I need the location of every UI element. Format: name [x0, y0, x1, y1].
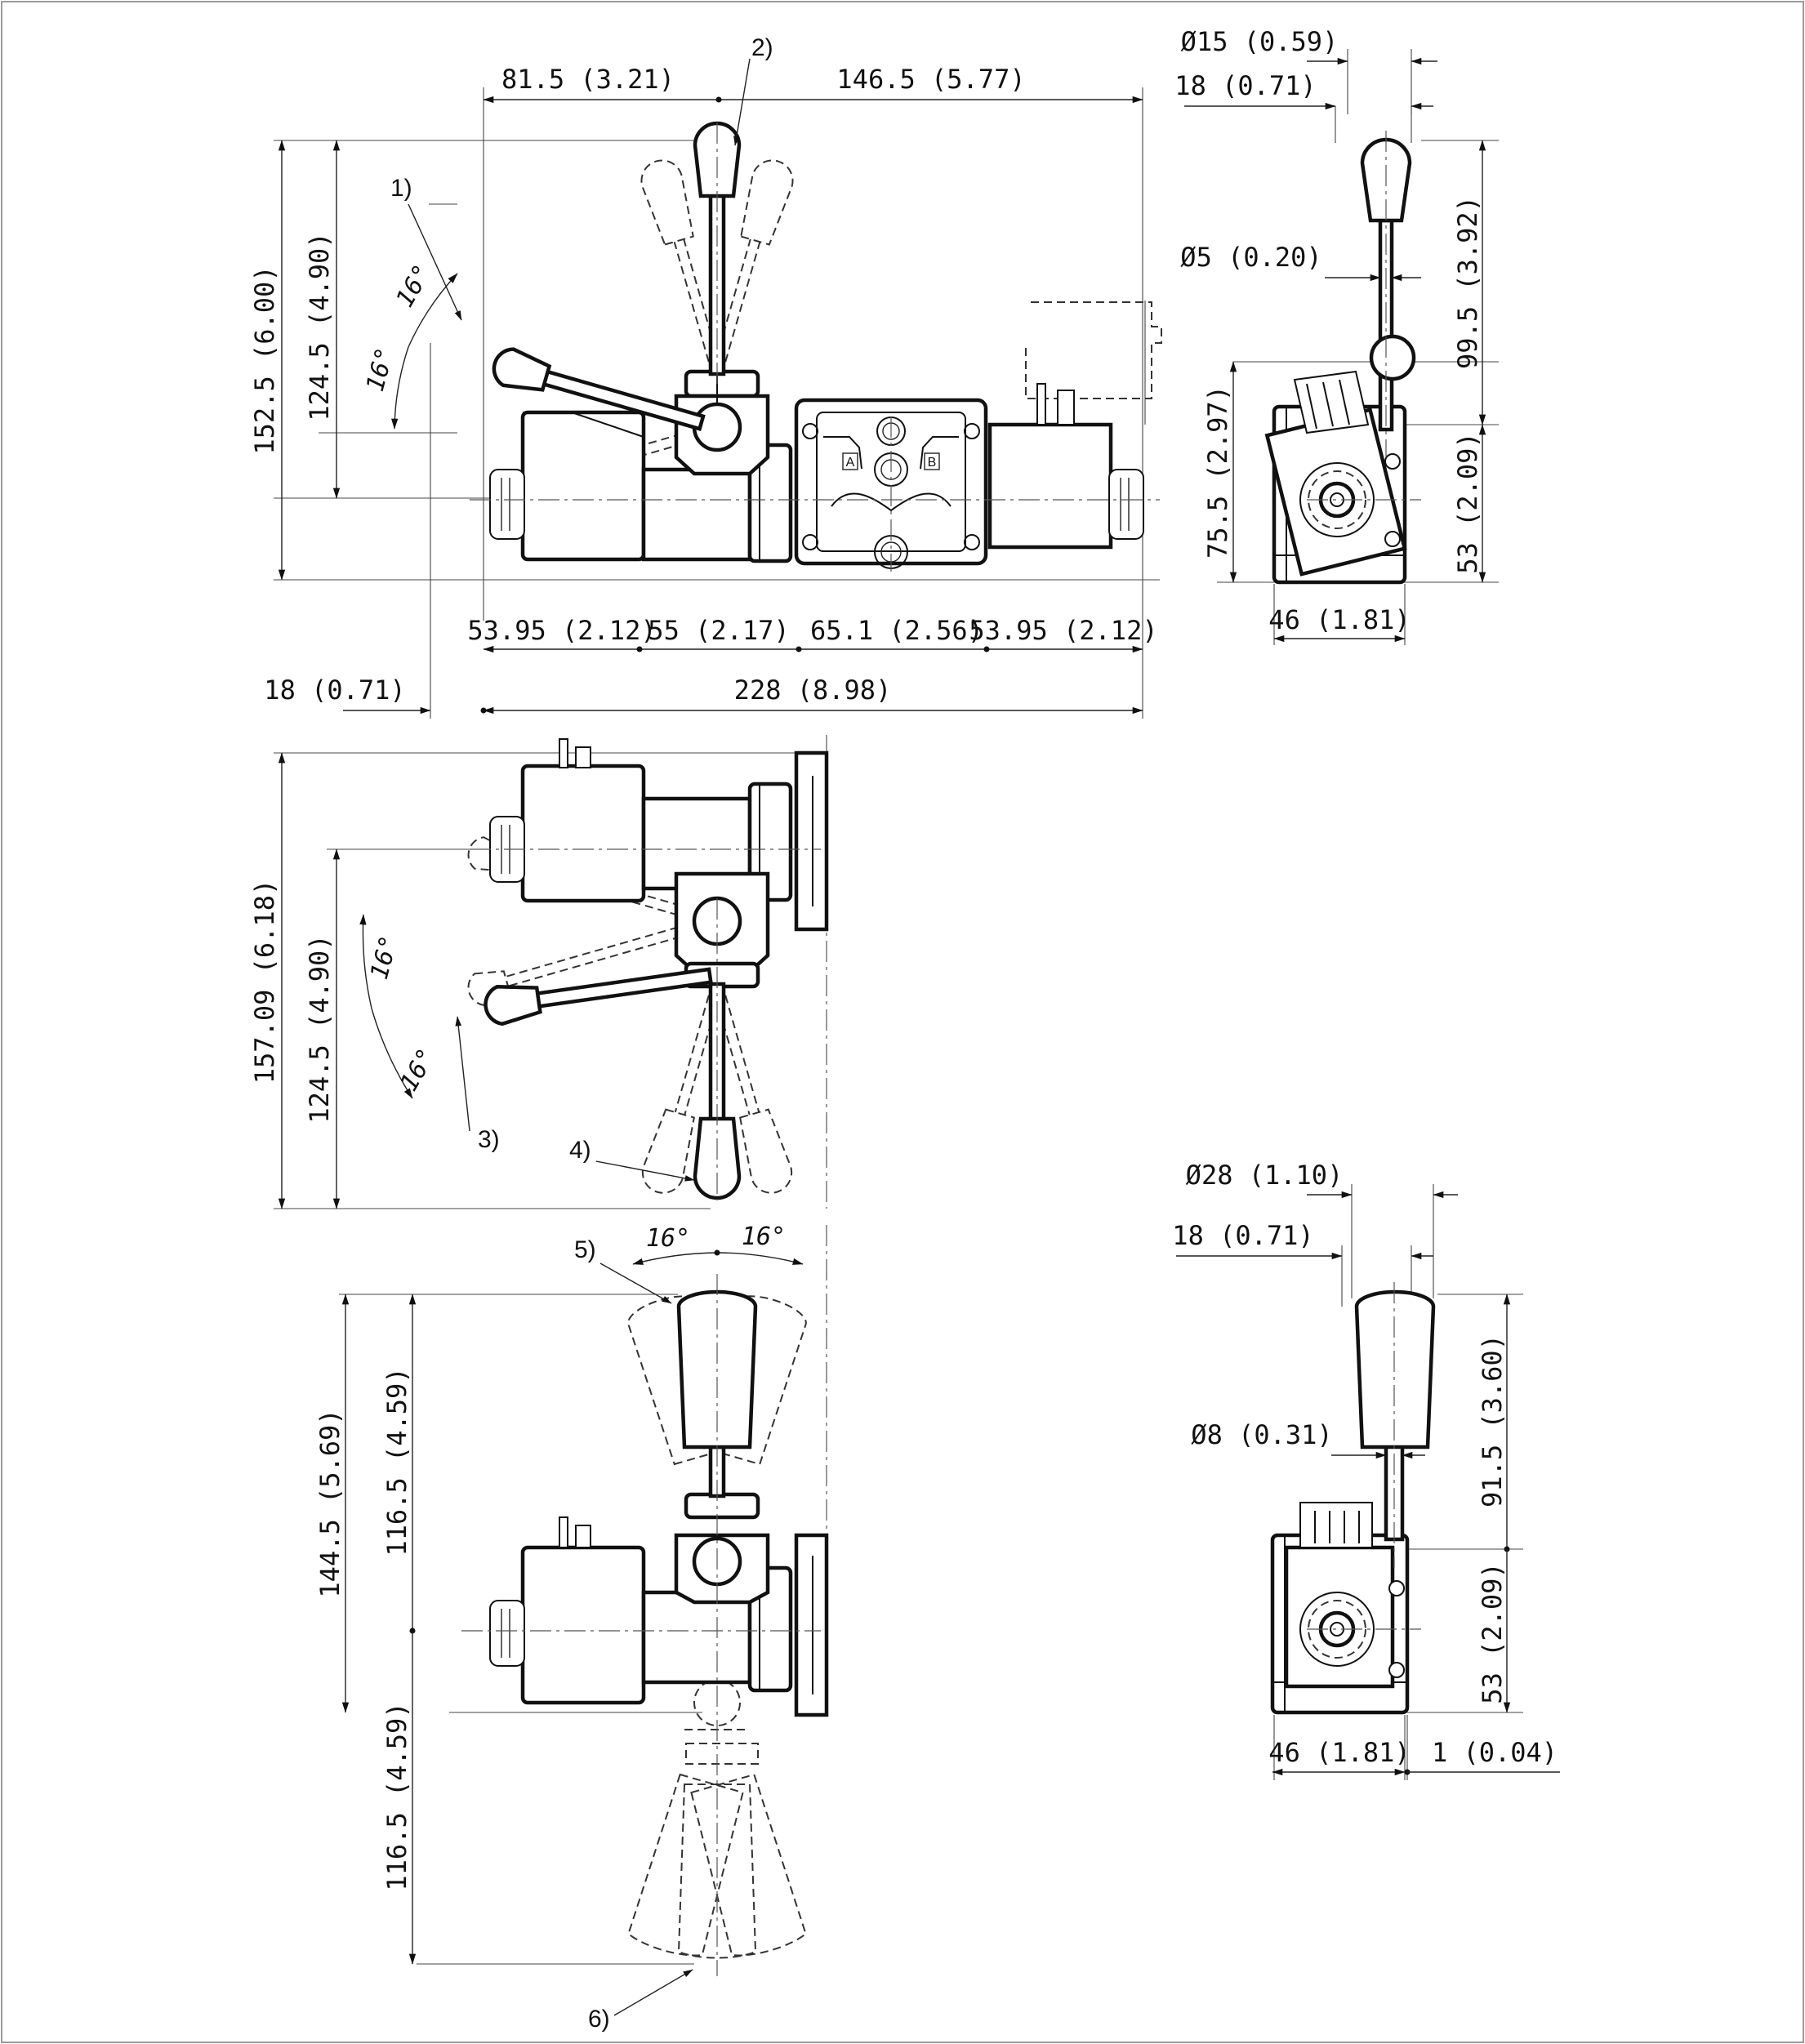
- top-front-view: A B: [249, 34, 1162, 719]
- dim-seg-1: 53.95 (2.12): [467, 615, 656, 646]
- dim-base-width-top: 46 (1.81): [1268, 604, 1410, 635]
- dim-offset-bottom: 1 (0.04): [1432, 1737, 1558, 1768]
- dim-seg-3: 65.1 (2.56): [810, 615, 983, 646]
- dim-total-height-middle: 157.09 (6.18): [249, 879, 280, 1084]
- angle-right-bottom: 16°: [742, 1222, 786, 1251]
- dim-seg-4: 53.95 (2.12): [969, 615, 1157, 646]
- callout-2: 2): [751, 34, 773, 61]
- lever-solid-top: [492, 121, 742, 431]
- dim-lever-height-side-top: 99.5 (3.92): [1452, 196, 1483, 369]
- dim-lever-height-side-bottom: 91.5 (3.60): [1477, 1334, 1508, 1507]
- dim-knob-dia-top: Ø15 (0.59): [1181, 26, 1339, 57]
- dim-total-length: 228 (8.98): [734, 675, 892, 706]
- lever-solid-middle: [484, 967, 742, 1200]
- dim-top-right: 146.5 (5.77): [836, 64, 1025, 95]
- dim-rod-dia-top: Ø5 (0.20): [1180, 242, 1321, 273]
- callout-1: 1): [390, 175, 412, 202]
- dim-body-height-top: 75.5 (2.97): [1202, 385, 1233, 559]
- dim-lower-lever-bottom: 116.5 (4.59): [381, 1702, 412, 1890]
- dim-axis-height-top: 53 (2.09): [1452, 432, 1483, 573]
- dim-rod-dia-bottom: Ø8 (0.31): [1191, 1419, 1332, 1450]
- angle-lower: 16°: [361, 345, 400, 394]
- angle-lower-middle: 16°: [394, 1044, 441, 1096]
- dim-knob-dia-bottom: Ø28 (1.10): [1186, 1160, 1344, 1191]
- dim-axis-height-bottom: 53 (2.09): [1477, 1562, 1508, 1703]
- callout-5: 5): [574, 1236, 596, 1263]
- top-side-view: Ø15 (0.59) 18 (0.71) Ø5 (0.20) 99.5 (3.9…: [1174, 26, 1499, 645]
- port-a-label: A: [846, 456, 855, 470]
- dim-total-height-bottom: 144.5 (5.69): [314, 1409, 345, 1597]
- dim-width-bottom: 18 (0.71): [1172, 1220, 1313, 1251]
- dim-upper-lever-bottom: 116.5 (4.59): [381, 1367, 412, 1556]
- valve-body-bottom: [489, 1492, 829, 1717]
- dim-base-width-bottom: 46 (1.81): [1268, 1737, 1410, 1768]
- dim-offset: 18 (0.71): [264, 675, 405, 706]
- valve-body-middle: [489, 738, 829, 989]
- angle-upper: 16°: [390, 260, 437, 312]
- angle-upper-middle: 16°: [365, 933, 404, 982]
- dim-total-height: 152.5 (6.00): [249, 265, 280, 454]
- valve-body-top: A B: [489, 383, 1144, 569]
- port-b-label: B: [928, 456, 937, 470]
- dim-lever-height-middle: 124.5 (4.90): [304, 934, 335, 1123]
- dim-seg-2: 55 (2.17): [648, 615, 789, 646]
- bottom-view: 144.5 (5.69) 116.5 (4.59) 116.5 (4.59) 1…: [314, 1222, 829, 2033]
- side-lever-knob-bottom: [1354, 1289, 1436, 1450]
- dim-top-left: 81.5 (3.21): [501, 64, 675, 95]
- callout-4: 4): [569, 1137, 591, 1164]
- callout-3: 3): [478, 1126, 500, 1153]
- middle-view: 157.09 (6.18) 124.5 (4.90) 16° 16° 3) 4): [249, 735, 829, 1209]
- bottom-side-view: Ø28 (1.10) 18 (0.71) Ø8 (0.31) 91.5 (3.6…: [1172, 1160, 1560, 1780]
- dim-lever-height: 124.5 (4.90): [304, 232, 335, 421]
- angle-left-bottom: 16°: [646, 1224, 690, 1253]
- callout-6: 6): [588, 2006, 610, 2033]
- dim-width-top: 18 (0.71): [1174, 70, 1316, 101]
